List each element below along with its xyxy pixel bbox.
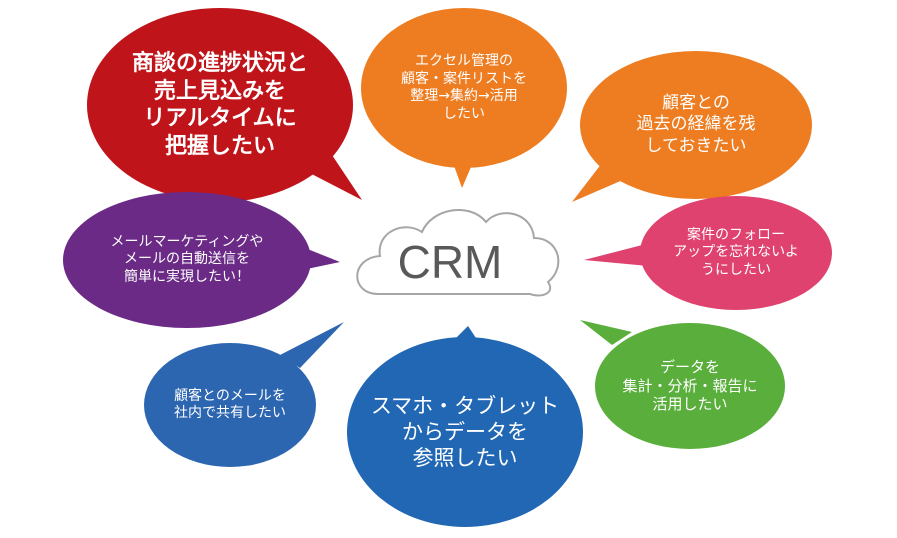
speech-bubble-4 — [584, 196, 832, 310]
bubble-body-1 — [87, 8, 353, 202]
crm-cloud-shape — [356, 208, 560, 297]
bubble-body-3 — [580, 51, 812, 199]
bubble-tail-6 — [450, 326, 480, 344]
speech-bubble-2 — [361, 8, 567, 188]
speech-bubble-7 — [144, 322, 344, 467]
bubble-tail-2 — [452, 160, 474, 188]
bubble-body-7 — [144, 343, 316, 467]
bubble-tail-7 — [280, 322, 344, 368]
bubble-tail-8 — [300, 246, 340, 270]
bubble-tail-4 — [584, 244, 648, 266]
bubble-body-8 — [63, 192, 311, 328]
speech-bubble-5 — [580, 320, 785, 449]
bubble-tail-1 — [300, 152, 362, 200]
speech-bubble-1 — [87, 8, 362, 202]
speech-bubble-6 — [347, 326, 583, 527]
bubble-body-4 — [640, 196, 832, 310]
bubble-body-5 — [595, 323, 785, 449]
bubble-tail-3 — [572, 150, 632, 202]
crm-label: CRM — [397, 236, 503, 288]
bubble-tail-5 — [580, 320, 632, 345]
bubble-body-6 — [347, 337, 583, 527]
speech-bubble-8 — [63, 192, 340, 328]
speech-bubble-3 — [572, 51, 812, 202]
bubble-body-2 — [361, 8, 567, 168]
